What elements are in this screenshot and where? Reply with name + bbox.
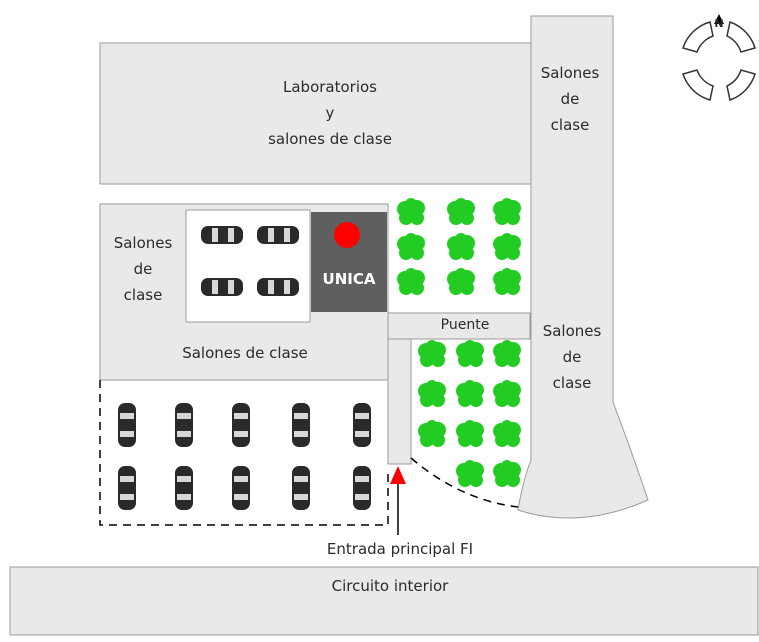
label-salones-right-mid-line3: clase	[552, 374, 592, 392]
label-north-text: N	[714, 17, 724, 30]
walkway-entrance	[387, 338, 412, 465]
label-salones-right-top-line1: Salones	[540, 64, 600, 82]
tree-icon	[493, 460, 521, 487]
car-icon	[232, 403, 250, 447]
label-salones-right-top-line3: clase	[550, 116, 590, 134]
label-salones-right-mid-line2: de	[562, 348, 582, 366]
car-icon	[292, 403, 310, 447]
tree-icon	[447, 233, 475, 260]
tree-icon	[397, 198, 425, 225]
building-laboratorios	[99, 42, 532, 185]
tree-icon	[493, 198, 521, 225]
car-icon	[292, 466, 310, 510]
car-icon	[175, 466, 193, 510]
label-puente-text: Puente	[440, 317, 490, 333]
tree-icon	[493, 233, 521, 260]
label-salones-left-line2: de	[133, 260, 153, 278]
car-icon	[232, 466, 250, 510]
building-salones-right	[517, 15, 649, 519]
label-salones-left-line1: Salones	[113, 234, 173, 252]
tree-icon	[456, 380, 484, 407]
tree-icon	[447, 198, 475, 225]
car-icon	[257, 226, 299, 244]
tree-icon	[397, 233, 425, 260]
car-icon	[257, 278, 299, 296]
label-entrada: Entrada principal FI	[290, 536, 510, 562]
label-puente: Puente	[420, 312, 510, 338]
parking-lot-large-boundary	[99, 380, 389, 526]
label-laboratorios-line2: y	[325, 104, 335, 122]
building-puente	[387, 312, 531, 340]
trees-layer	[397, 198, 521, 487]
label-laboratorios-line1: Laboratorios	[283, 78, 377, 96]
label-entrada-text: Entrada principal FI	[326, 540, 474, 558]
car-icon	[118, 466, 136, 510]
label-north: N	[709, 16, 729, 32]
label-unica-text: UNICA	[322, 270, 376, 288]
garden-dashed-curve	[410, 457, 519, 508]
car-icon	[175, 403, 193, 447]
label-circuito-text: Circuito interior	[331, 577, 449, 595]
label-unica: UNICA	[311, 266, 387, 292]
label-laboratorios-line3: salones de clase	[268, 130, 392, 148]
tree-icon	[418, 340, 446, 367]
tree-icon	[456, 460, 484, 487]
label-salones-mid-text: Salones de clase	[182, 344, 308, 362]
label-circuito: Circuito interior	[290, 573, 490, 599]
car-icon	[201, 278, 243, 296]
label-salones-left: Salones de clase	[100, 230, 186, 308]
tree-icon	[418, 420, 446, 447]
tree-icon	[493, 380, 521, 407]
compass-icon	[682, 14, 756, 101]
tree-icon	[397, 268, 425, 295]
car-icon	[353, 403, 371, 447]
label-laboratorios: Laboratorios y salones de clase	[230, 74, 430, 152]
label-salones-right-mid: Salones de clase	[530, 318, 614, 396]
tree-icon	[418, 380, 446, 407]
car-icon	[118, 403, 136, 447]
tree-icon	[493, 420, 521, 447]
car-icon	[201, 226, 243, 244]
tree-icon	[493, 340, 521, 367]
road-circuito-interior	[9, 566, 759, 636]
tree-icon	[456, 420, 484, 447]
tree-icon	[493, 268, 521, 295]
label-salones-left-line3: clase	[123, 286, 163, 304]
label-salones-right-top: Salones de clase	[528, 60, 612, 138]
tree-icon	[447, 268, 475, 295]
tree-icon	[456, 340, 484, 367]
label-salones-right-mid-line1: Salones	[542, 322, 602, 340]
label-salones-mid: Salones de clase	[150, 340, 340, 366]
car-icon	[353, 466, 371, 510]
location-marker-icon	[334, 222, 360, 248]
entrance-arrow-icon	[390, 466, 406, 535]
label-salones-right-top-line2: de	[560, 90, 580, 108]
